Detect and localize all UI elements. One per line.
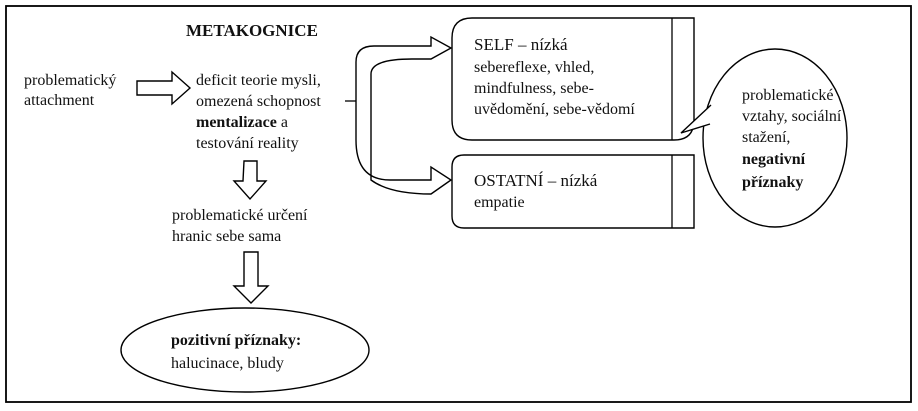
self-line2: sebereflexe, vhled, bbox=[474, 59, 595, 76]
hranice-line2: hranic sebe sama bbox=[172, 228, 282, 245]
self-line1-rest: – nízká bbox=[513, 35, 568, 54]
self-line3: mindfulness, sebe- bbox=[474, 80, 594, 97]
attachment-line1: problematický bbox=[24, 72, 117, 89]
hranice-line1: problematické určení bbox=[172, 207, 308, 224]
self-line1: SELF – nízká bbox=[474, 35, 568, 55]
deficit-line2: omezená schopnost bbox=[196, 93, 321, 110]
deficit-line1: deficit teorie mysli, bbox=[196, 72, 321, 89]
diagram-title: METAKOGNICE bbox=[186, 21, 318, 40]
negativni-ellipse bbox=[702, 48, 848, 228]
arrow-attachment-to-deficit bbox=[136, 70, 192, 106]
ostatni-line1: OSTATNÍ – nízká bbox=[474, 171, 597, 191]
self-box bbox=[451, 17, 695, 141]
pozitivni-line2: halucinace, bludy bbox=[171, 355, 284, 372]
self-line4: uvědomění, sebe-vědomí bbox=[474, 101, 635, 118]
negativni-line3: stažení, bbox=[742, 129, 791, 146]
negativni-line4: negativní bbox=[742, 151, 806, 168]
self-lead: SELF bbox=[474, 35, 514, 54]
arrow-deficit-to-hranice bbox=[232, 160, 268, 201]
deficit-mentalizace: mentalizace bbox=[196, 114, 277, 131]
ostatni-box bbox=[451, 154, 695, 229]
deficit-line3-rest: a bbox=[276, 114, 288, 131]
negativni-line5: příznaky bbox=[742, 174, 804, 191]
fork-arrow-to-self bbox=[355, 35, 453, 101]
deficit-line3: mentalizace a bbox=[196, 113, 288, 132]
negativni-pointer bbox=[680, 104, 712, 134]
attachment-line2: attachment bbox=[24, 92, 95, 109]
fork-arrow-to-ostatni bbox=[355, 101, 453, 195]
ostatni-lead: OSTATNÍ bbox=[474, 171, 544, 190]
outer-frame bbox=[5, 5, 912, 403]
ostatni-line1-rest: – nízká bbox=[543, 171, 598, 190]
pozitivni-line1: pozitivní příznaky: bbox=[171, 332, 302, 349]
deficit-line4: testování reality bbox=[196, 135, 299, 152]
ostatni-line2: empatie bbox=[474, 194, 525, 211]
negativni-line1: problematické bbox=[742, 87, 834, 104]
pozitivni-ellipse bbox=[120, 307, 370, 393]
negativni-line2: vztahy, sociální bbox=[742, 108, 842, 125]
arrow-hranice-to-pozitivni bbox=[232, 251, 270, 304]
